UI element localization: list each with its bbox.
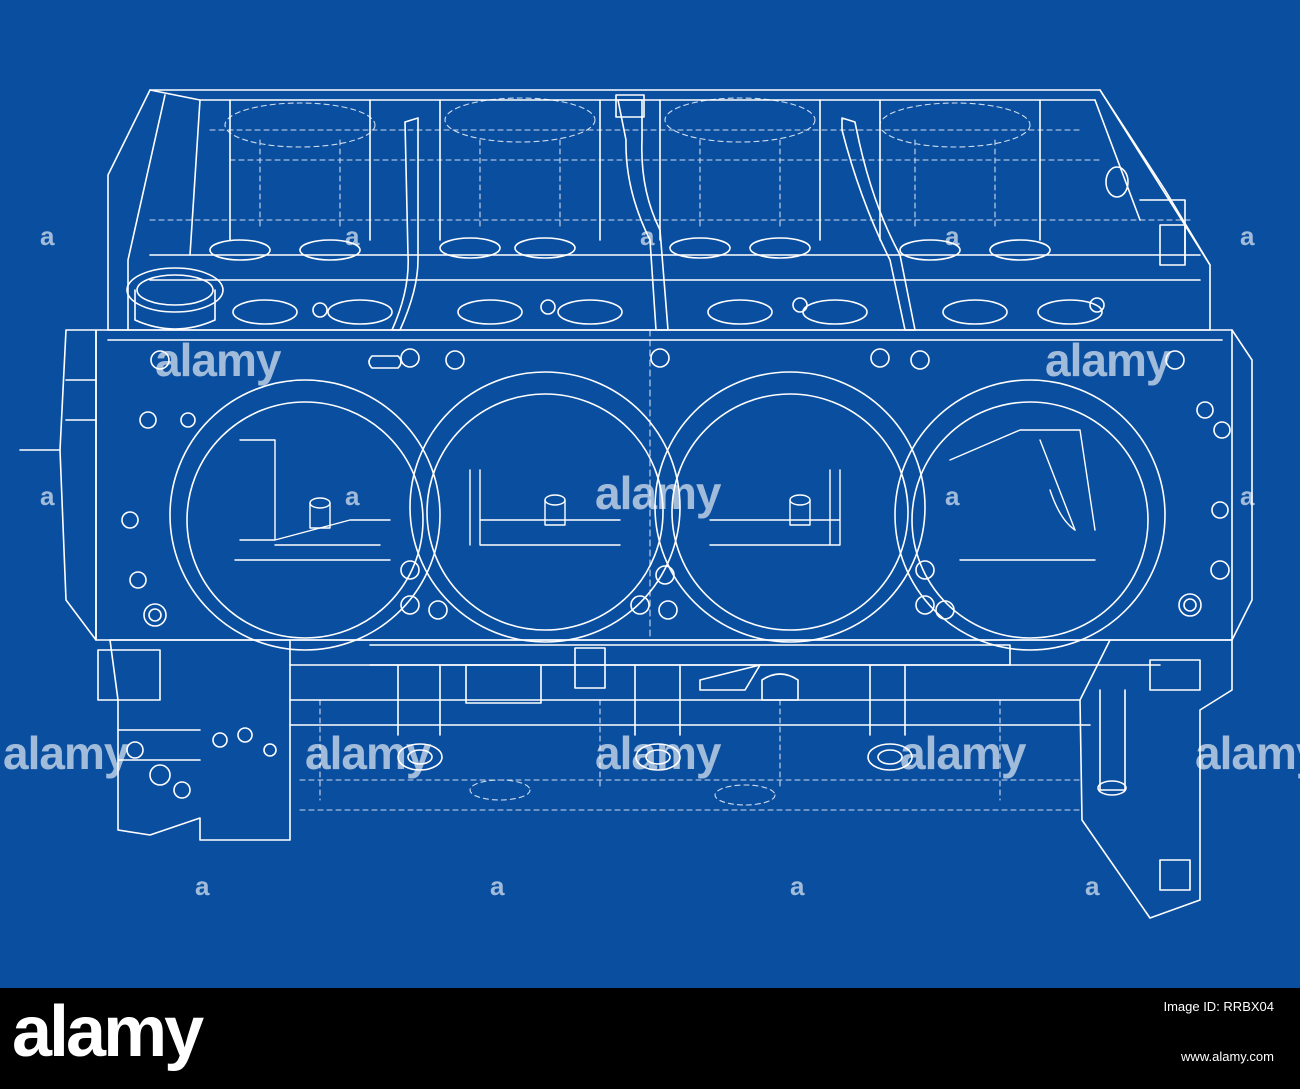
watermark-mark: a — [790, 871, 805, 901]
watermark-text: alamy — [3, 727, 129, 779]
blueprint-drawing-area — [19, 89, 1253, 919]
watermark-mark: a — [1240, 221, 1255, 251]
watermark-text: alamy — [595, 727, 721, 779]
watermark-mark: a — [640, 221, 655, 251]
watermark-mark: a — [1085, 871, 1100, 901]
alamy-logo[interactable]: alamy — [12, 992, 204, 1072]
engine-block-icon — [19, 89, 1253, 919]
watermark-text: alamy — [1195, 727, 1300, 779]
image-id-label: Image ID: RRBX04 — [1163, 999, 1274, 1014]
watermark-mark: a — [945, 221, 960, 251]
watermark-mark: a — [40, 221, 55, 251]
watermark-mark: a — [195, 871, 210, 901]
watermark-mark: a — [945, 481, 960, 511]
watermark-text: alamy — [305, 727, 431, 779]
watermark-text: alamy — [1045, 334, 1171, 386]
watermark-text: alamy — [155, 334, 281, 386]
watermark-text: alamy — [900, 727, 1026, 779]
watermark-mark: a — [345, 481, 360, 511]
watermark-mark: a — [40, 481, 55, 511]
watermark-mark: a — [490, 871, 505, 901]
watermark-mark: a — [345, 221, 360, 251]
footer-bar: alamy Image ID: RRBX04 www.alamy.com — [0, 988, 1300, 1089]
watermark-text: alamy — [595, 467, 721, 519]
site-url-link[interactable]: www.alamy.com — [1181, 1049, 1274, 1064]
watermark-mark: a — [1240, 481, 1255, 511]
